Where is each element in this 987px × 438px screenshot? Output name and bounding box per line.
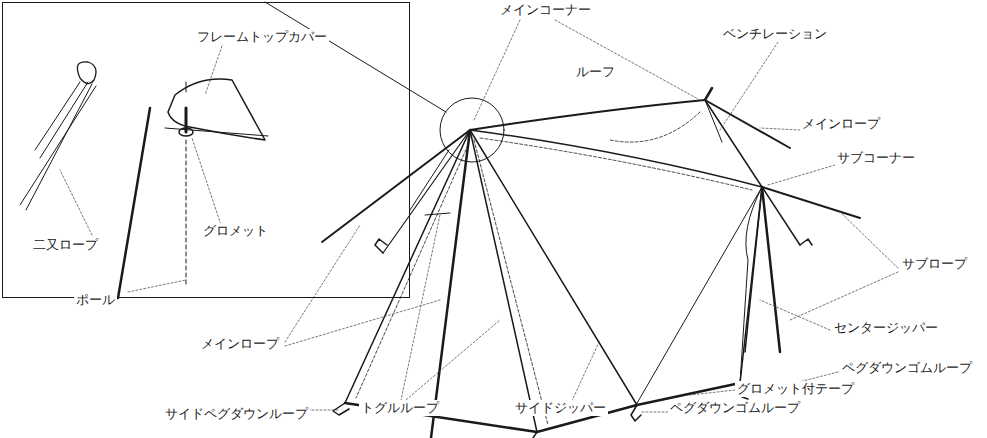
part-label: メインコーナー bbox=[498, 2, 593, 18]
inset-frame: フレームトップカバー二又ロープグロメットポール bbox=[2, 2, 410, 298]
part-label: ベンチレーション bbox=[721, 26, 829, 42]
part-label: メインロープ bbox=[800, 116, 882, 132]
part-label: サイドペグダウンループ bbox=[163, 406, 310, 422]
part-label: グロメット bbox=[201, 223, 270, 239]
part-label: フレームトップカバー bbox=[195, 29, 329, 45]
part-label: ポール bbox=[74, 292, 117, 308]
part-label: メインロープ bbox=[199, 336, 281, 352]
part-label: ペグダウンゴムループ bbox=[840, 360, 974, 376]
part-label: ペグダウンゴムループ bbox=[668, 400, 802, 416]
part-label: センタージッパー bbox=[832, 320, 940, 336]
part-label: グロメット付テープ bbox=[735, 381, 856, 397]
part-label: サブコーナー bbox=[835, 150, 917, 166]
part-label: トグルループ bbox=[359, 400, 441, 416]
part-label: サブロープ bbox=[900, 256, 969, 272]
part-label: 二又ロープ bbox=[31, 237, 100, 253]
part-label: ルーフ bbox=[574, 64, 617, 80]
part-label: サイドジッパー bbox=[513, 400, 608, 416]
